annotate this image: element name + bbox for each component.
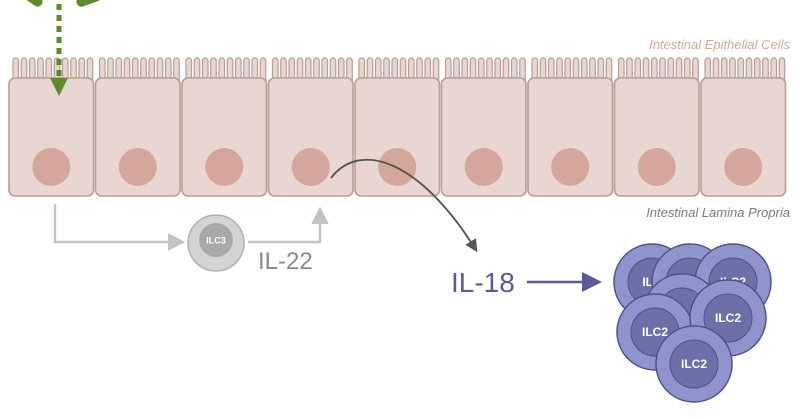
- ilc3-label: ILC3: [206, 235, 226, 245]
- cell-body: [700, 77, 787, 197]
- ilc2-label: ILC2: [715, 311, 741, 325]
- il22-label: IL-22: [258, 248, 313, 275]
- cell-nucleus: [291, 148, 330, 186]
- cell-body: [267, 77, 354, 197]
- ilc2-cell: ILC2: [655, 325, 733, 403]
- arrow-cell-to-ilc3: [53, 204, 186, 251]
- cell-nucleus: [32, 148, 71, 186]
- cell-body: [613, 77, 700, 197]
- cell-body: [94, 77, 181, 197]
- ilc2-label: ILC2: [642, 325, 668, 339]
- cell-nucleus: [724, 148, 763, 186]
- epithelial-cell: [613, 57, 700, 197]
- cell-nucleus: [637, 148, 676, 186]
- cell-body: [527, 77, 614, 197]
- bacteria-group: [19, 0, 102, 7]
- ilc3-cell: ILC3: [187, 214, 245, 272]
- bacteria-entry-arrow: [50, 4, 68, 96]
- ilc2-cluster: ILCILCILC2CILC2ILC2ILC2: [613, 243, 772, 403]
- bacteria-rod: [76, 0, 102, 7]
- bacteria-rod: [19, 0, 43, 7]
- cell-nucleus: [551, 148, 590, 186]
- cell-nucleus: [205, 148, 244, 186]
- epithelial-cell: [267, 57, 354, 197]
- lamina-propria-label: Intestinal Lamina Propria: [646, 205, 790, 220]
- epithelial-label: Intestinal Epithelial Cells: [649, 37, 790, 52]
- epithelial-cell: [354, 57, 441, 197]
- epithelial-cell: [440, 57, 527, 197]
- arrow-ilc3-to-cell: [248, 206, 329, 244]
- cell-nucleus: [464, 148, 503, 186]
- epithelial-cell: [700, 57, 787, 197]
- cell-body: [354, 77, 441, 197]
- epithelial-cell-row: [8, 57, 787, 197]
- cell-body: [440, 77, 527, 197]
- ilc2-label: ILC2: [681, 357, 707, 371]
- arrow-cell-to-il18: [330, 158, 478, 253]
- epithelial-cell: [527, 57, 614, 197]
- epithelial-cell: [181, 57, 268, 197]
- cell-body: [181, 77, 268, 197]
- epithelial-cell: [8, 57, 95, 197]
- epithelial-cell: [94, 57, 181, 197]
- cell-nucleus: [118, 148, 157, 186]
- il18-label: IL-18: [451, 267, 515, 298]
